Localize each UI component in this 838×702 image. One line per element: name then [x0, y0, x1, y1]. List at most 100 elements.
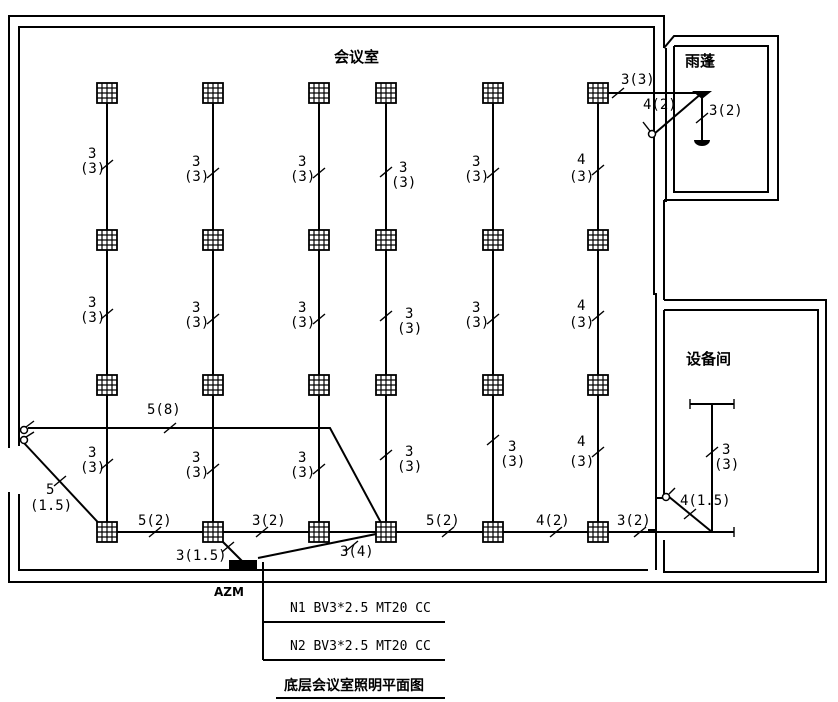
wire-tick-mark	[100, 308, 114, 320]
grid-lamp-icon	[587, 374, 609, 396]
inner-wall	[18, 26, 657, 571]
wire-label: (3)	[391, 175, 416, 191]
wire-label: (1.5)	[30, 498, 72, 514]
wire-label: 3	[472, 300, 480, 316]
wire-label: 3	[298, 300, 306, 316]
wire-label: 3(2)	[252, 513, 286, 529]
wire-tick-mark	[695, 112, 709, 124]
grid-lamp-icon	[308, 82, 330, 104]
wire-label: (3)	[80, 460, 105, 476]
wire-label: (3)	[569, 454, 594, 470]
wire-tick-mark	[206, 167, 220, 179]
switches	[19, 91, 735, 569]
wire-label: (3)	[397, 459, 422, 475]
grid-lamp-icon	[202, 521, 224, 543]
wire-label: 3(3)	[621, 72, 655, 88]
wire-tick-mark	[486, 167, 500, 179]
grid-lamp-icon	[96, 82, 118, 104]
wire-tick-mark	[53, 475, 67, 487]
wire-tick-mark	[255, 526, 269, 538]
wire-label: 3	[88, 445, 96, 461]
grid-lamp-icon	[375, 521, 397, 543]
wire-label: (3)	[464, 315, 489, 331]
room-label-meeting: 会议室	[334, 48, 379, 66]
wire-label: 3	[508, 439, 516, 455]
switch-lever-icon	[25, 431, 35, 438]
grid-lamp-icon	[587, 82, 609, 104]
circuit-n1: N1 BV3*2.5 MT20 CC	[290, 601, 431, 616]
grid-lamp-icon	[375, 82, 397, 104]
wire-tick-mark	[705, 446, 719, 458]
wire-tick-mark	[312, 313, 326, 325]
wire-label: 3(2)	[617, 513, 651, 529]
wire-label: 3	[405, 444, 413, 460]
wire-left-feed	[23, 442, 108, 533]
wire-label: 4(2)	[536, 513, 570, 529]
wire-label: (3)	[184, 169, 209, 185]
wire-tick-mark	[591, 310, 605, 322]
wire-tick-mark	[206, 463, 220, 475]
switch-lever-icon	[642, 121, 651, 132]
wire-tick-mark	[673, 106, 687, 118]
wire-label: (3)	[464, 169, 489, 185]
wire-label: 3(2)	[709, 103, 743, 119]
equipment-room-wall	[663, 309, 819, 573]
grid-lamp-icon	[482, 82, 504, 104]
wire-tick-mark	[486, 313, 500, 325]
drawing-title: 底层会议室照明平面图	[284, 677, 424, 694]
wire-label: 5(8)	[147, 402, 181, 418]
room-label-equipment: 设备间	[686, 350, 731, 368]
wire-label: (3)	[80, 161, 105, 177]
grid-lamp-icon	[308, 229, 330, 251]
wire-tick-mark	[148, 526, 162, 538]
wire-label: (3)	[290, 315, 315, 331]
wire-label: 3	[722, 442, 730, 458]
wire-label: 5(2)	[426, 513, 460, 529]
wire-label: 3	[399, 160, 407, 176]
wire-tick-mark	[549, 526, 563, 538]
grid-lamp-icon	[308, 374, 330, 396]
wire-tick-mark	[100, 159, 114, 171]
grid-lamp-icon	[96, 229, 118, 251]
wire-tick-mark	[312, 167, 326, 179]
wire-tick-mark	[206, 313, 220, 325]
wire-tick-mark	[591, 446, 605, 458]
wire-tick-mark	[379, 166, 393, 178]
switch-icon	[647, 129, 657, 139]
wire-label: 3	[192, 450, 200, 466]
wire-label: 4	[577, 434, 585, 450]
wire-tick-mark	[441, 526, 455, 538]
wire-label: 4(2)	[643, 97, 677, 113]
wire-label: (3)	[184, 315, 209, 331]
grid-lamp-icon	[96, 521, 118, 543]
grid-lamp-icon	[375, 374, 397, 396]
wire-label: (3)	[80, 310, 105, 326]
wire-label: 3	[298, 450, 306, 466]
wire-label: 3	[88, 146, 96, 162]
wire-label: (3)	[500, 454, 525, 470]
wire-tick-mark	[683, 508, 697, 520]
grid-lamp-icon	[202, 374, 224, 396]
wire-tick-mark	[486, 434, 500, 446]
fixtures	[96, 82, 609, 543]
switch-lever-icon	[668, 487, 676, 495]
wire-tick-mark	[345, 540, 359, 552]
outer-wall	[8, 15, 827, 583]
distribution-panel-icon	[229, 560, 257, 569]
wire-labels: 3 (3) 3 (3) 3 (3) 3 (3) 3 (3) 4 (3) 3 (3…	[30, 72, 743, 564]
grid-lamp-icon	[202, 82, 224, 104]
canopy-lamp-icon	[692, 91, 712, 99]
wire-tick-mark	[163, 422, 177, 434]
wire-label: 3	[192, 154, 200, 170]
panel-label: AZM	[214, 585, 244, 599]
wire-label: 4	[577, 298, 585, 314]
wire-panel-col4	[257, 531, 387, 559]
wire-label: (3)	[569, 315, 594, 331]
switch-icon	[19, 435, 29, 445]
wire-switch-feed	[28, 427, 387, 533]
room-label-canopy: 雨蓬	[685, 52, 716, 70]
switch-lever-icon	[25, 420, 35, 428]
wire-label: 3	[405, 306, 413, 322]
wire-label: 4	[577, 152, 585, 168]
